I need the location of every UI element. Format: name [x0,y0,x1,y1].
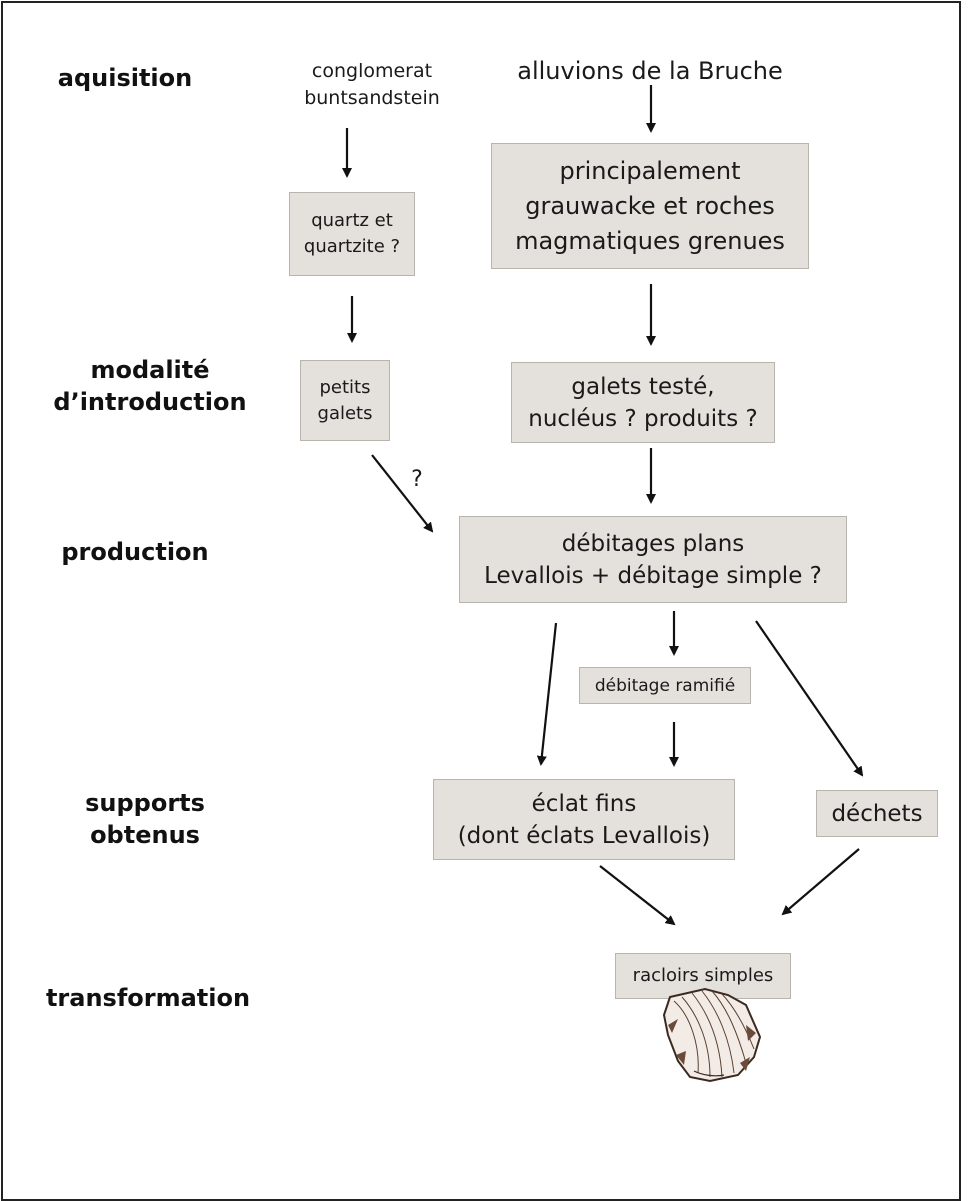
box-galets-teste: galets testé, nucléus ? produits ? [511,362,775,443]
source-alluvions: alluvions de la Bruche [517,57,783,85]
box-petits-galets: petits galets [300,360,390,441]
stage-transformation: transformation [45,984,251,1012]
box-debitage-ramifie: débitage ramifié [579,667,751,704]
box-debitages-plans: débitages plans Levallois + débitage sim… [459,516,847,603]
stage-modalite-introduction: modalité d’introduction [53,356,247,416]
stage-production: production [61,538,209,566]
arrow-debitages-to-eclats-left [536,622,558,766]
box-quartz-quartzite: quartz et quartzite ? [289,192,415,276]
box-dechets: déchets [816,790,938,837]
stage-aquisition: aquisition [57,64,193,92]
arrow-debitages-to-dechets [755,620,864,777]
stage-supports-obtenus: supports obtenus [85,789,205,849]
arrow-dechets-to-racloirs [781,848,860,916]
flint-scraper-drawing [662,987,762,1083]
source-conglomerat: conglomerat buntsandstein [304,60,440,109]
question-mark-label: ? [411,467,423,492]
arrow-petits-galets-to-debitages [371,454,434,533]
arrow-eclats-to-racloirs [599,865,676,926]
flow-arrows [342,85,864,926]
box-grauwacke: principalement grauwacke et roches magma… [491,143,809,269]
box-eclats-fins: éclat fins (dont éclats Levallois) [433,779,735,860]
